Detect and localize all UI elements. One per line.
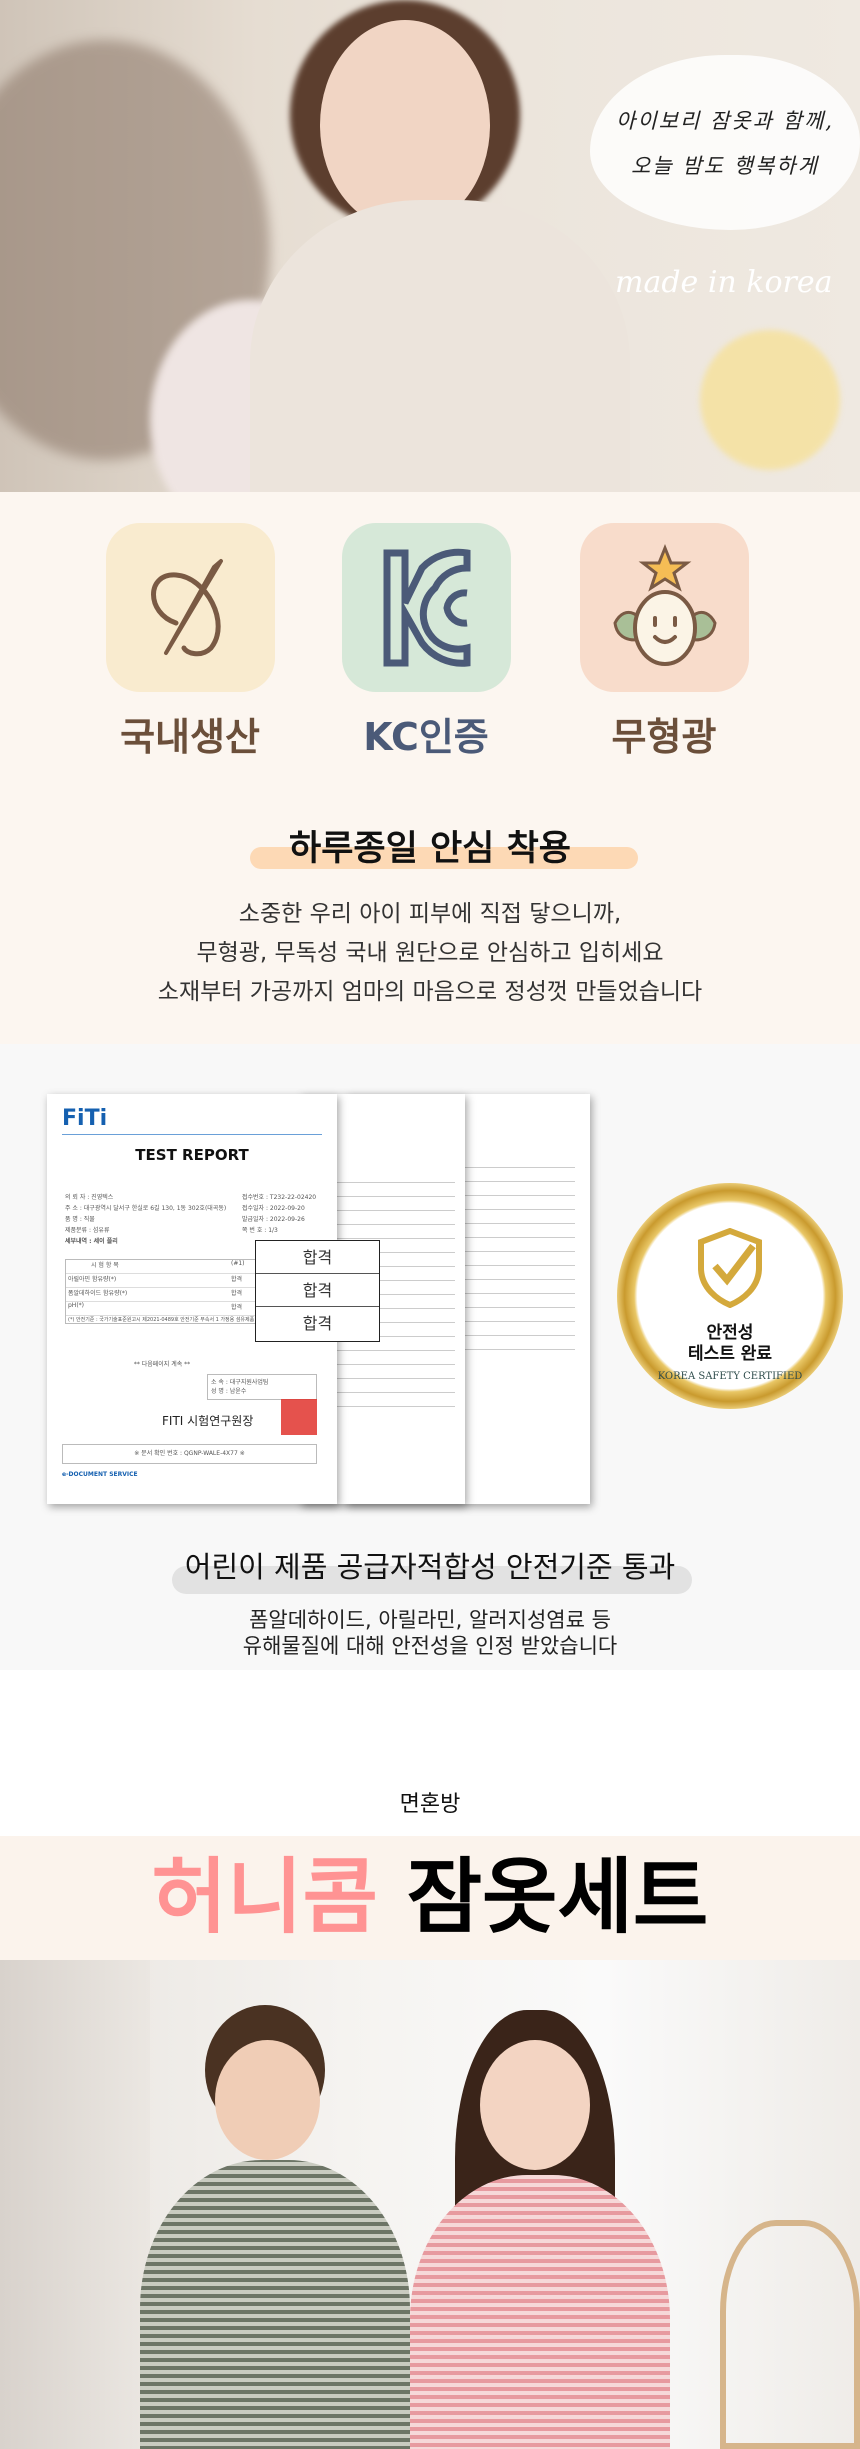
hero-banner: 아이보리 잠옷과 함께, 오늘 밤도 행복하게 made in korea [0,0,860,492]
kc-tile [342,523,511,692]
domestic-tile [106,523,275,692]
product-title: 허니콤 잠옷세트 [0,1836,860,1960]
e-document-service: e-DOCUMENT SERVICE [62,1471,138,1478]
product-name-accent: 허니콤 [151,1850,378,1945]
rattan-chair [720,2220,860,2449]
badge-ring-text: KOREA SAFETY CERTIFIED [657,1371,803,1382]
boy-face [215,2040,320,2160]
doc-number: ※ 문서 확인 번호 : QGNP-WALE-4X77 ※ [62,1444,317,1464]
made-in-korea-text: made in korea [615,265,833,300]
non-fluorescent-tile [580,523,749,692]
title-highlight [250,847,638,869]
kc-mark-icon [383,548,470,667]
pass-label: 합격 [256,1241,379,1274]
report-title: TEST REPORT [135,1146,249,1164]
signer: FITI 시험연구원장 [162,1414,254,1428]
continue-note: ** 다음페이지 계속 ** [133,1361,191,1368]
speech-bubble: 아이보리 잠옷과 함께, 오늘 밤도 행복하게 [590,55,860,230]
body-line-1: 소중한 우리 아이 피부에 직접 닿으니까, [238,901,622,927]
domestic-label: 국내생산 [120,715,260,759]
safety-caption: 어린이 제품 공급자적합성 안전기준 통과 [184,1550,676,1584]
body-line-2: 무형광, 무독성 국내 원단으로 안심하고 입히세요 [196,940,664,966]
pass-label: 합격 [302,1314,333,1333]
features-section: 국내생산 KC인증 무형광 하루종일 안심 착용 소중한 우리 아이 피부에 직… [0,492,860,1044]
boy-pajama [140,2160,410,2449]
kc-label: KC인증 [363,715,489,759]
product-photo [0,1960,860,2449]
smiley-sprout-icon [612,543,717,666]
fabric-type: 면혼방 [399,1792,461,1817]
safety-line-2: 유해물질에 대해 안전성을 인정 받았습니다 [242,1634,618,1658]
non-fluorescent-label: 무형광 [611,715,717,759]
flower [700,330,840,470]
girl-face [480,2040,590,2170]
needle-thread-icon [150,558,223,656]
girl-pajama [410,2175,670,2449]
fiti-logo: FiTi [62,1106,108,1131]
product-name-rest: 잠옷세트 [406,1850,709,1945]
bubble-line-2: 오늘 밤도 행복하게 [631,154,819,178]
safety-line-1: 폼알데하이드, 아릴라민, 알러지성염료 등 [249,1608,611,1632]
body-line-3: 소재부터 가공까지 엄마의 마음으로 정성껏 만들었습니다 [157,979,703,1005]
bubble-line-1: 아이보리 잠옷과 함께, [616,109,834,133]
pass-label: 합격 [256,1274,379,1307]
section-title: 하루종일 안심 착용 [0,820,860,871]
official-seal [281,1399,317,1435]
wall-panel [0,1960,150,2449]
girl-pajama [250,200,630,492]
section-title-text: 하루종일 안심 착용 [289,829,571,869]
girl-face [320,20,490,230]
report-table: 시 험 항 목(#1) 아릴아민 함유량(*)합격 폼알데하이드 함유량(*)합… [65,1259,315,1324]
caption-highlight [172,1566,692,1594]
shield-check-icon [698,1228,762,1308]
